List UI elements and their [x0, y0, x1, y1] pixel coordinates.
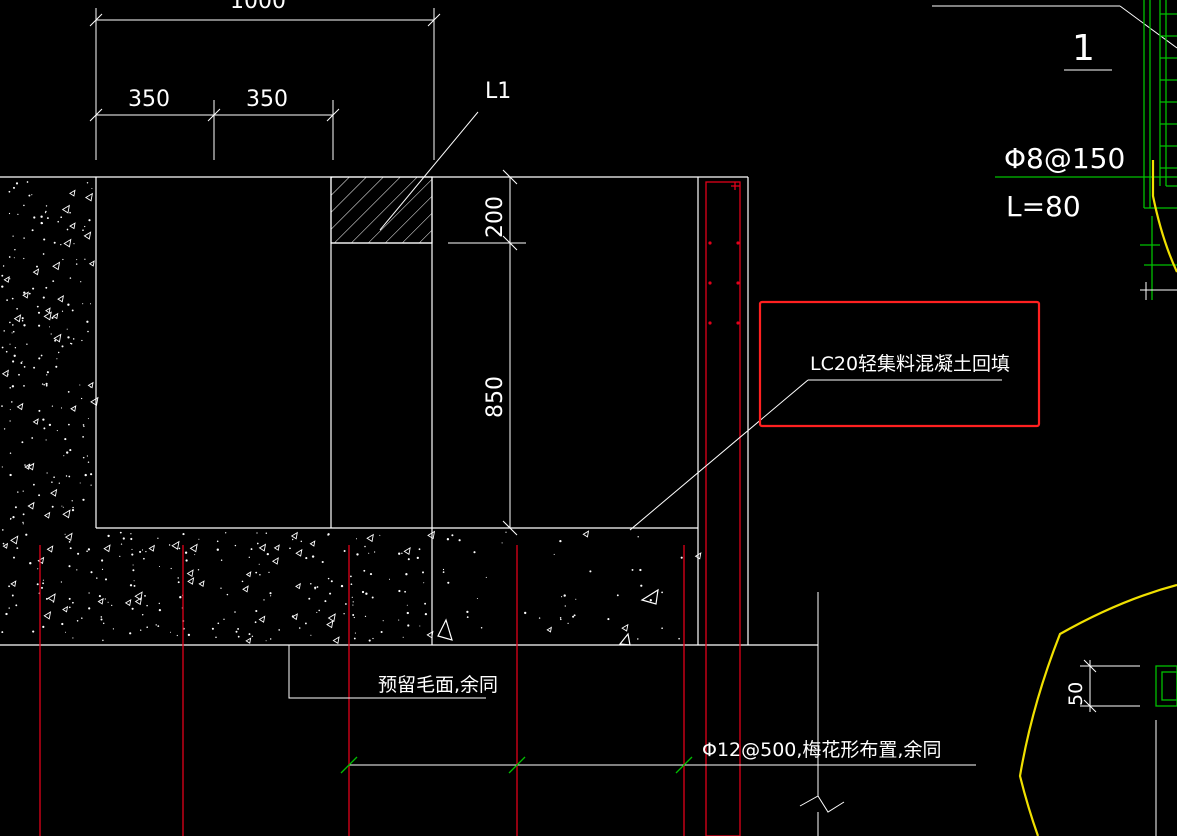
rebar-group [39, 181, 741, 836]
right-bottom-detail: 50 [1065, 659, 1177, 836]
concrete-fill-left [1, 181, 99, 639]
stirrup-spec-group: Φ8@150 L=80 [995, 142, 1177, 223]
highlight-box[interactable] [758, 300, 1041, 428]
yellow-contour-bottom [1018, 583, 1177, 836]
rough-surface-callout: 预留毛面,余同 [288, 645, 498, 699]
vertical-dimension-group: 200 850 [448, 169, 526, 536]
section-number: 1 [1072, 28, 1095, 69]
dim-height-lower: 850 [483, 376, 508, 418]
rebar-dots [708, 241, 740, 325]
rough-surface-note: 预留毛面,余同 [378, 674, 498, 696]
yellow-contour-top [1151, 160, 1177, 273]
dim-top-total: 1000 [230, 0, 286, 14]
dim-right-span: 350 [246, 87, 288, 112]
section-mark: 1 [932, 5, 1177, 71]
dim-left-span: 350 [128, 87, 170, 112]
backfill-note: LC20轻集料混凝土回填 [810, 353, 1010, 375]
backfill-region [442, 530, 702, 640]
right-green-detail [1140, 0, 1177, 300]
dowel-note: Φ12@500,梅花形布置,余同 [702, 739, 941, 761]
concrete-fill-bottom [96, 530, 436, 645]
dowel-callout: Φ12@500,梅花形布置,余同 [340, 739, 976, 774]
aggregate-symbols [437, 588, 659, 646]
dim-right-small: 50 [1065, 682, 1087, 706]
stirrup-spec: Φ8@150 [1004, 142, 1125, 175]
backfill-callout: LC20轻集料混凝土回填 [629, 353, 1010, 531]
beam-l1-hatch [330, 176, 433, 244]
dim-height-upper: 200 [483, 196, 508, 238]
top-dimension-group: 1000 350 350 [89, 0, 441, 160]
length-spec: L=80 [1006, 190, 1081, 223]
main-outline [0, 176, 818, 646]
break-line [799, 592, 845, 836]
beam-tag-l1: L1 [485, 79, 511, 104]
beam-l1-leader: L1 [379, 79, 511, 231]
